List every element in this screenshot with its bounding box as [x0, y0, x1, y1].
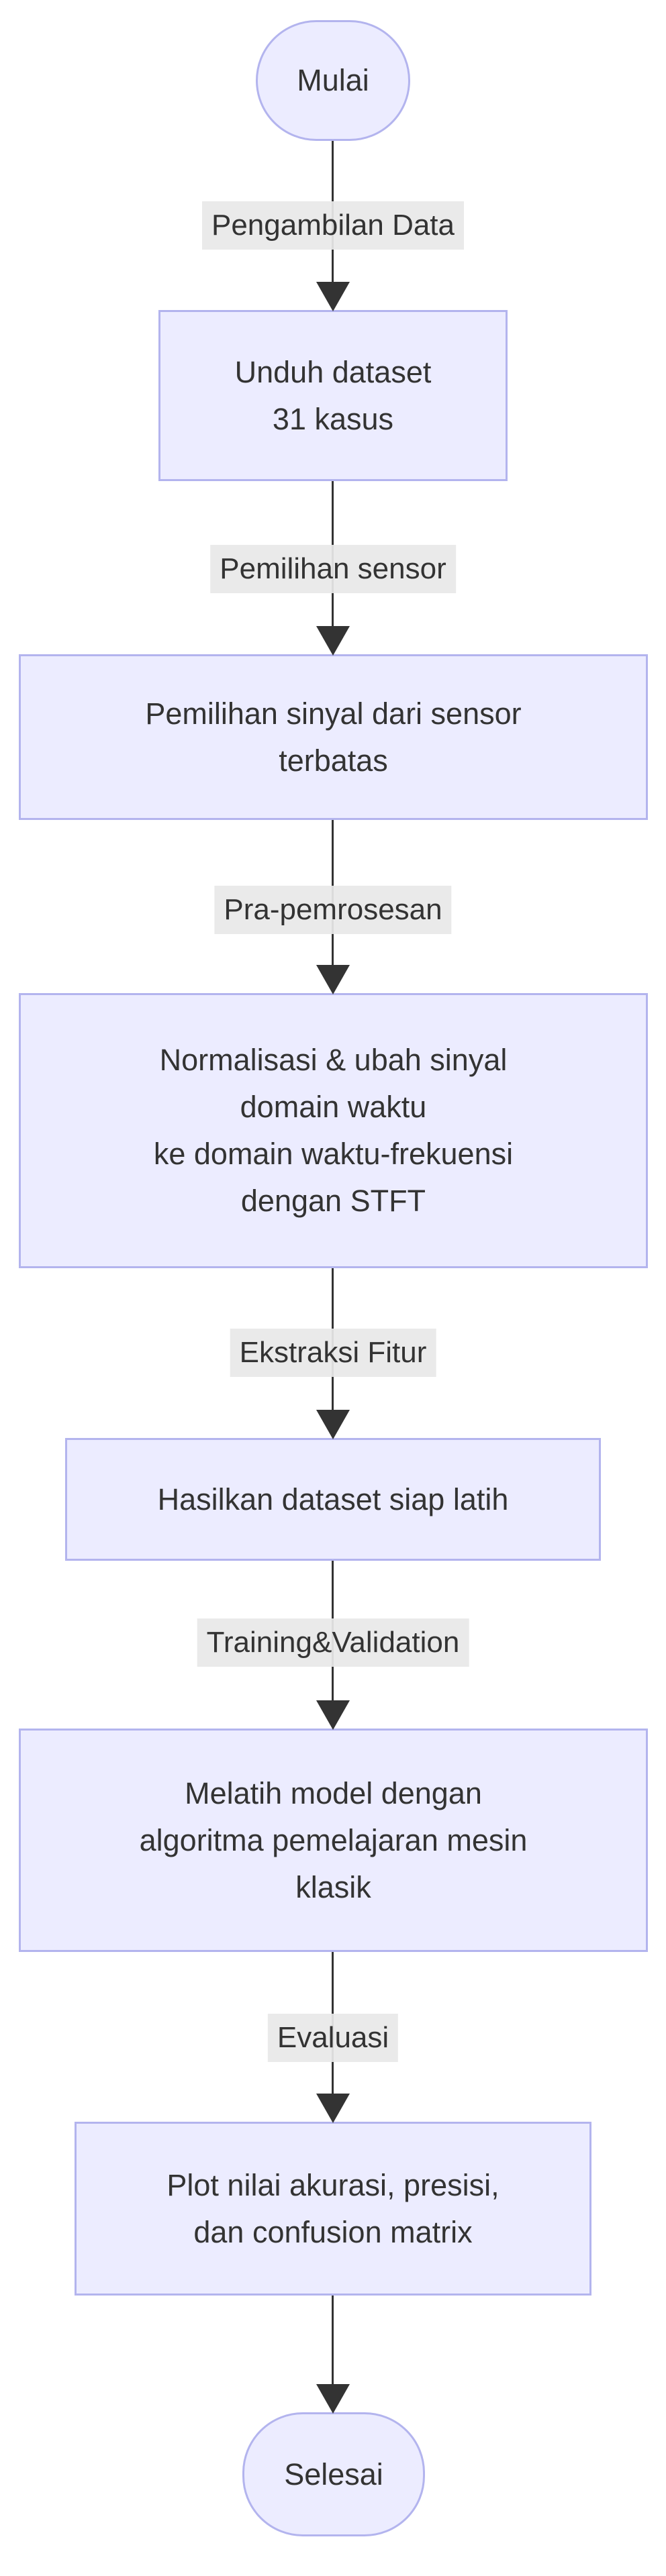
arrowhead-icon: [316, 1700, 350, 1730]
arrowhead-icon: [316, 2384, 350, 2414]
edge-label-evaluasi: Evaluasi: [267, 2014, 399, 2062]
arrowhead-icon: [316, 1410, 350, 1439]
edge-label-pengambilan-data: Pengambilan Data: [201, 201, 465, 250]
node-select-signals: Pemilihan sinyal dari sensor terbatas: [19, 654, 648, 820]
arrowhead-icon: [316, 626, 350, 656]
edge-label-ekstraksi-fitur: Ekstraksi Fitur: [230, 1329, 436, 1377]
node-download-dataset: Unduh dataset 31 kasus: [158, 310, 508, 481]
node-ready-dataset: Hasilkan dataset siap latih: [65, 1438, 601, 1561]
edge-label-pemilihan-sensor: Pemilihan sensor: [210, 545, 456, 593]
arrowhead-icon: [316, 965, 350, 994]
arrowhead-icon: [316, 2094, 350, 2123]
end-node: Selesai: [242, 2412, 425, 2536]
node-plot-metrics: Plot nilai akurasi, presisi, dan confusi…: [75, 2122, 591, 2296]
node-train-model: Melatih model dengan algoritma pemelajar…: [19, 1729, 648, 1952]
node-preprocess-stft: Normalisasi & ubah sinyal domain waktu k…: [19, 993, 648, 1268]
arrowhead-icon: [316, 282, 350, 311]
edge-label-pra-pemrosesan: Pra-pemrosesan: [214, 886, 452, 934]
edge-label-training-validation: Training&Validation: [197, 1618, 469, 1667]
start-node: Mulai: [256, 20, 410, 141]
edge-plot-end: [332, 2296, 334, 2387]
